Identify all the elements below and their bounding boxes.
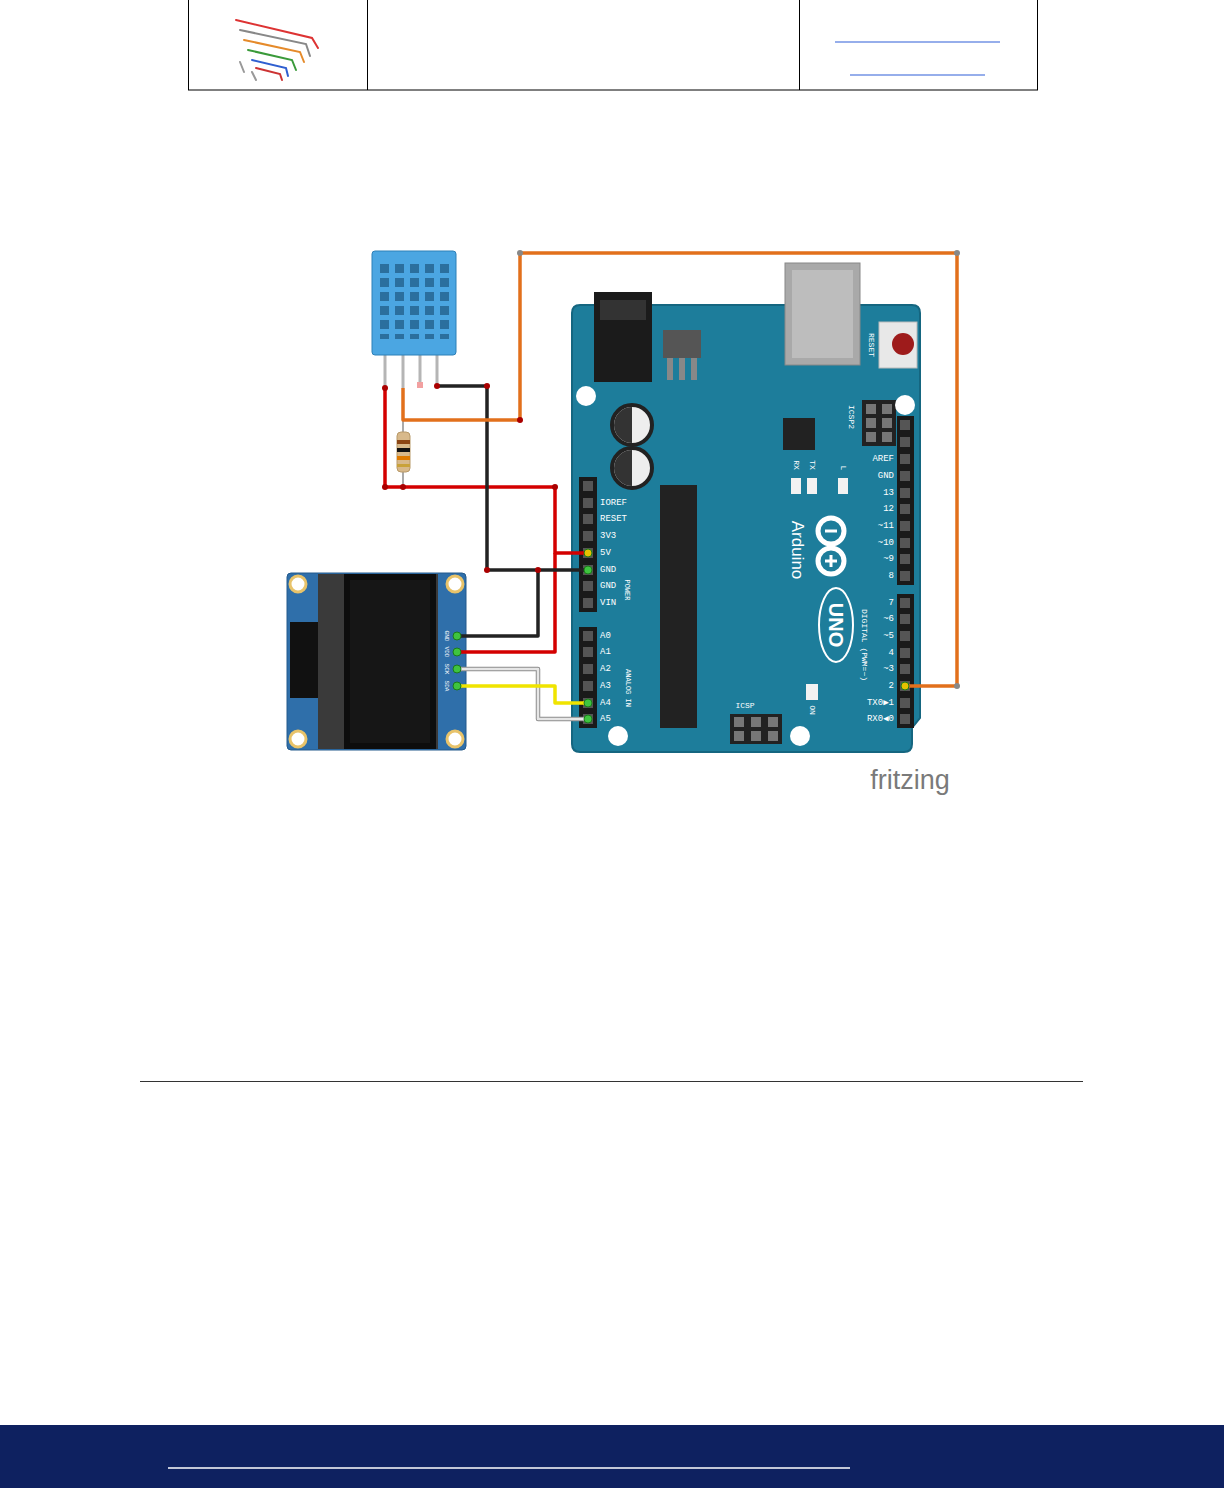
pin-label: A5 — [600, 715, 611, 724]
header-label: ANALOG IN — [624, 669, 631, 707]
led-label: RX — [792, 460, 800, 470]
pin-label: A3 — [600, 682, 611, 691]
pin-label: GND — [443, 631, 449, 642]
pin-label: 5V — [600, 549, 611, 558]
pin-label: SCK — [443, 664, 449, 675]
pin-header — [579, 416, 914, 728]
separator-line — [140, 1081, 1083, 1082]
ground-wire — [457, 570, 538, 636]
resistor-symbol — [397, 420, 410, 487]
watermark: fritzing — [870, 767, 950, 794]
model-label: UNO — [826, 603, 846, 647]
pin-label: 13 — [883, 489, 894, 498]
led-label: L — [839, 466, 847, 471]
pin-label: TX0▶1 — [867, 699, 894, 708]
icsp-header — [730, 714, 782, 744]
connector-label: ICSP — [735, 702, 754, 710]
data-wire — [403, 253, 957, 686]
footer-band — [0, 1425, 1224, 1488]
pin-label: 8 — [889, 572, 894, 581]
pin-label: GND — [600, 582, 616, 591]
mounting-hole — [608, 726, 628, 746]
mounting-hole — [790, 726, 810, 746]
pin-label: RESET — [600, 515, 627, 524]
link-underline — [850, 74, 985, 75]
connector-label: ICSP2 — [847, 405, 855, 429]
led-label: TX — [808, 460, 816, 470]
sda-wire — [457, 686, 588, 703]
pin-label: 4 — [889, 649, 894, 658]
pin-label: ~5 — [883, 632, 894, 641]
header-label: POWER — [623, 579, 630, 600]
mounting-hole — [576, 386, 596, 406]
microcontroller-chip — [660, 485, 697, 728]
pin-label: GND — [878, 472, 894, 481]
led-label: ON — [808, 705, 816, 715]
pin-label: VIN — [600, 599, 616, 608]
pin-label: 12 — [883, 505, 894, 514]
pin-label: A1 — [600, 648, 611, 657]
power-wire — [457, 553, 555, 652]
pin-label: A4 — [600, 699, 611, 708]
usb-chip — [783, 418, 815, 450]
reset-button — [879, 322, 917, 368]
mounting-hole — [895, 395, 915, 415]
pin-label: VDD — [443, 647, 449, 658]
arduino-logo — [818, 518, 853, 662]
pin-label: 3V3 — [600, 532, 616, 541]
wires — [382, 250, 960, 719]
pin-label: GND — [600, 566, 616, 575]
led — [807, 478, 817, 494]
jumper-wires-icon — [236, 20, 318, 80]
footer-underline — [168, 1467, 850, 1469]
brand-label: Arduino — [789, 521, 806, 580]
usb-connector — [785, 263, 860, 365]
capacitor — [612, 405, 652, 488]
pin-label: ~11 — [878, 522, 894, 531]
table-row — [189, 0, 1038, 90]
voltage-regulator — [663, 330, 701, 358]
header-label: DIGITAL (PWM=~) — [860, 609, 868, 681]
pin-label: ~6 — [883, 615, 894, 624]
pin-label: 2 — [889, 682, 894, 691]
pin-label: AREF — [872, 455, 894, 464]
scl-wire — [457, 669, 588, 719]
icsp2-header — [862, 400, 896, 446]
pin-highlight — [453, 549, 909, 723]
arduino-uno-board — [572, 263, 920, 752]
pin-label: SDA — [443, 681, 449, 692]
link-underline — [835, 41, 1000, 42]
oled-display — [287, 573, 466, 750]
pin-label: IOREF — [600, 499, 627, 508]
pin-label: A0 — [600, 632, 611, 641]
pin-label: ~3 — [883, 665, 894, 674]
button-label: RESET — [867, 333, 875, 357]
pin-label: ~9 — [883, 555, 894, 564]
led — [806, 684, 818, 700]
led — [838, 478, 848, 494]
ground-wire — [437, 386, 588, 570]
power-jack — [594, 292, 652, 382]
pin-label: ~10 — [878, 539, 894, 548]
pin-label: A2 — [600, 665, 611, 674]
pin-label: RX0◀0 — [867, 715, 894, 724]
dht11-sensor — [372, 251, 456, 388]
led — [791, 478, 801, 494]
pin-label: 7 — [889, 599, 894, 608]
